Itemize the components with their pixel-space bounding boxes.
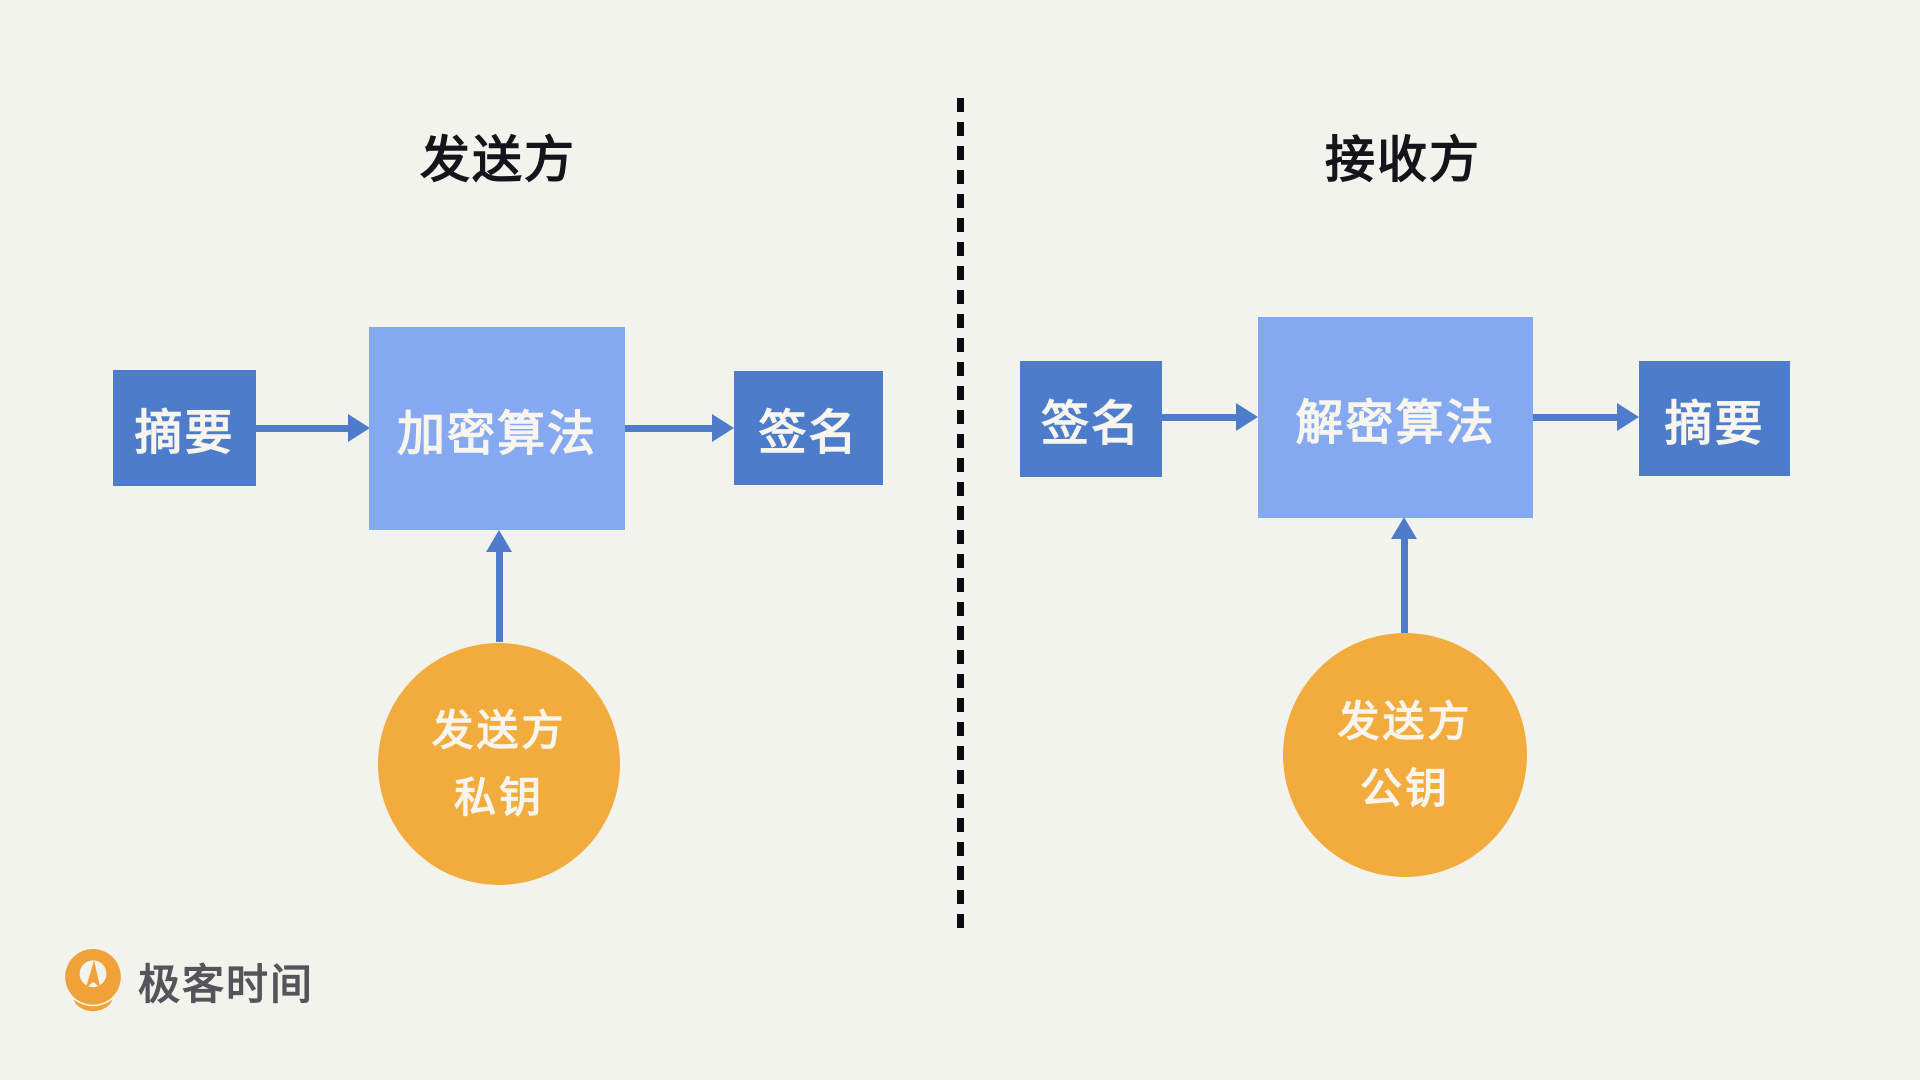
key-label-line2: 公钥 xyxy=(1359,765,1450,812)
arrow-signature-to-decrypt xyxy=(1162,403,1258,431)
arrow-head-right-icon xyxy=(348,414,370,442)
arrow-decrypt-to-digest xyxy=(1533,403,1639,431)
key-label-line1: 发送方 xyxy=(1337,697,1473,745)
section-divider-dashed-line xyxy=(957,98,964,928)
receiver-digest-node: 摘要 xyxy=(1639,361,1790,476)
arrow-shaft xyxy=(625,424,718,432)
arrow-shaft xyxy=(1162,413,1242,421)
arrow-digest-to-encrypt xyxy=(256,414,370,442)
arrow-head-up-icon xyxy=(486,530,512,552)
arrow-shaft xyxy=(256,424,354,432)
sender-digest-node: 摘要 xyxy=(113,370,256,486)
receiver-decrypt-algorithm-node: 解密算法 xyxy=(1258,317,1533,518)
arrow-shaft xyxy=(1400,533,1408,633)
arrow-head-up-icon xyxy=(1391,517,1417,539)
geektime-logo-icon xyxy=(60,948,126,1014)
receiver-signature-node: 签名 xyxy=(1020,361,1162,477)
sender-signature-node: 签名 xyxy=(734,371,883,485)
arrow-encrypt-to-signature xyxy=(625,414,734,442)
sender-public-key-circle: 发送方 公钥 xyxy=(1283,633,1527,877)
arrow-head-right-icon xyxy=(1236,403,1258,431)
sender-section-title: 发送方 xyxy=(420,132,576,188)
arrow-head-right-icon xyxy=(712,414,734,442)
brand-name: 极客时间 xyxy=(138,960,315,1008)
arrow-shaft xyxy=(495,546,503,642)
receiver-section-title: 接收方 xyxy=(1325,132,1481,188)
arrow-private-key-to-encrypt xyxy=(485,530,513,642)
sender-encrypt-algorithm-node: 加密算法 xyxy=(369,327,625,530)
arrow-shaft xyxy=(1533,413,1623,421)
brand-footer: 极客时间 xyxy=(60,948,314,1014)
key-label-line1: 发送方 xyxy=(431,706,567,754)
sender-private-key-circle: 发送方 私钥 xyxy=(378,643,620,885)
arrow-head-right-icon xyxy=(1617,403,1639,431)
arrow-public-key-to-decrypt xyxy=(1390,517,1418,633)
key-label-line2: 私钥 xyxy=(453,774,544,821)
